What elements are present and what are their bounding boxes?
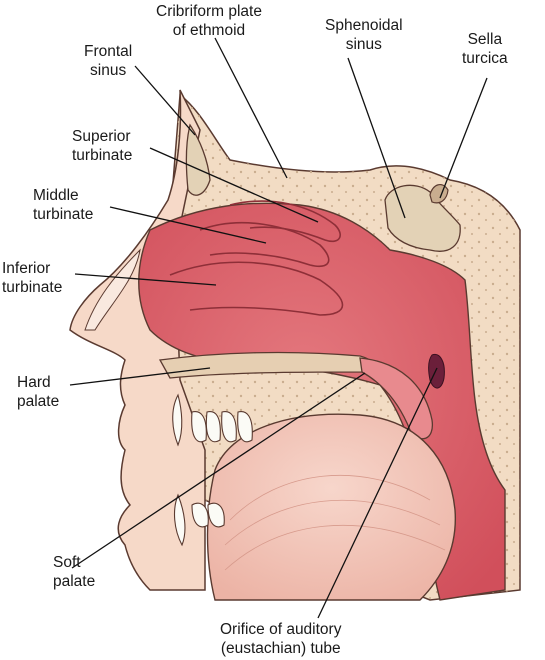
face-profile [69, 89, 206, 591]
eustachian-orifice-shape [428, 353, 445, 389]
leader-sphenoidal [347, 57, 406, 219]
leader-orifice [317, 367, 438, 619]
leader-soft [71, 372, 366, 569]
tongue-muscle-lines [224, 474, 446, 571]
leader-frontal [134, 65, 196, 136]
upper-teeth [172, 393, 253, 447]
soft-palate-shape [359, 357, 433, 440]
leader-superior [149, 147, 319, 223]
leader-inferior [74, 273, 217, 286]
leader-cribriform [214, 37, 288, 179]
leader-lines [69, 37, 488, 619]
nasal-cartilage [84, 248, 141, 331]
frontal-sinus-shape [185, 123, 211, 196]
leader-sella [439, 77, 488, 199]
lower-teeth [173, 493, 225, 547]
leader-middle [109, 206, 267, 244]
leader-hard [69, 367, 211, 386]
turbinates [169, 200, 344, 316]
sphenoidal-sinus-shape [384, 184, 461, 252]
label-orifice-auditory-tube: Orifice of auditory(eustachian) tube [220, 621, 342, 657]
